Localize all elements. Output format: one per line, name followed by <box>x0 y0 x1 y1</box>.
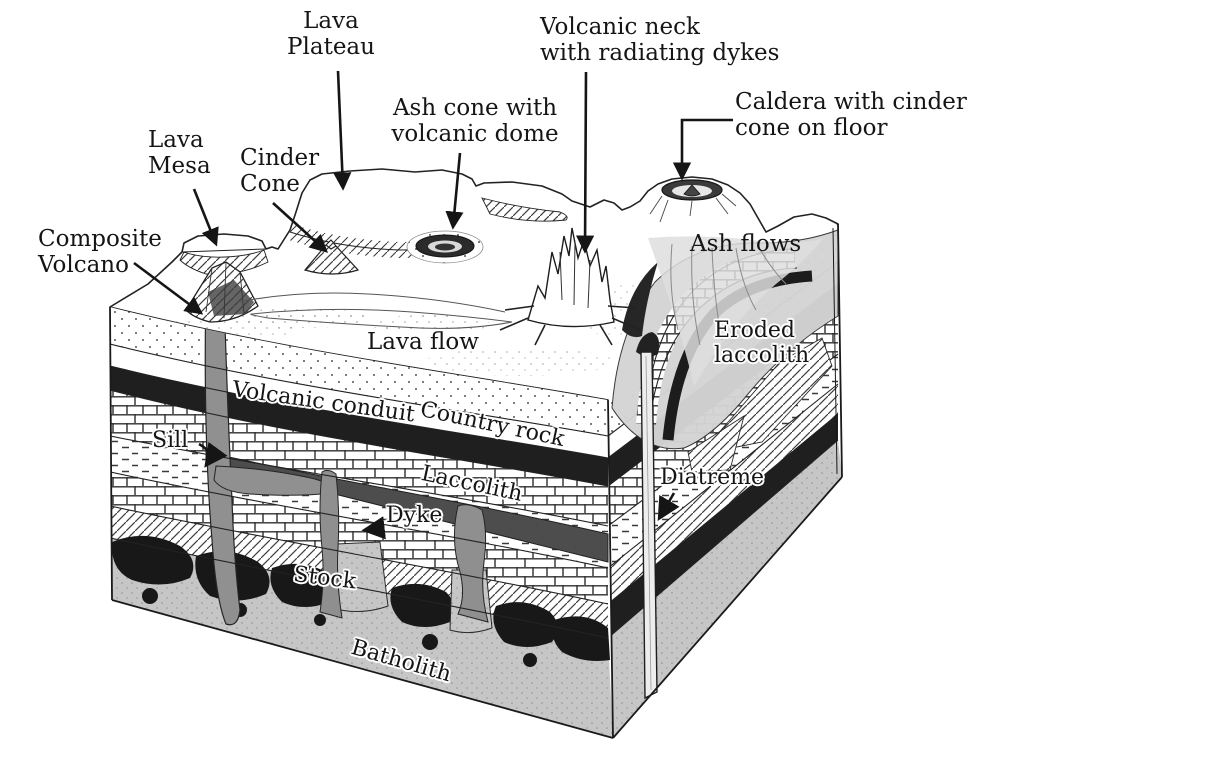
layer-soil-stipple <box>110 307 608 436</box>
dyke-feeder <box>453 504 489 623</box>
label-dyke: Dyke <box>386 503 443 528</box>
volcanic-neck-drawing <box>499 227 641 346</box>
label-line: volcanic dome <box>391 120 559 147</box>
label-lava-flow: Lava flow <box>367 329 479 355</box>
layer-black-stratum <box>110 366 608 486</box>
label-line: laccolith <box>714 342 810 368</box>
label-line: Composite <box>38 226 162 252</box>
annotation-arrows <box>133 70 733 540</box>
batholith-body-r <box>608 440 842 738</box>
label-line: Eroded <box>714 318 796 343</box>
label-sill: Sill <box>152 428 189 453</box>
arrow-volcanic-neck <box>575 71 595 254</box>
label-volcanic-neck: Volcanic neck with radiating dykes <box>540 14 779 66</box>
layer-hatch-r <box>608 384 838 604</box>
label-line: Mesa <box>148 152 211 179</box>
layer-black-stratum-2-r <box>608 414 838 638</box>
caldera-drawing <box>649 179 737 223</box>
arrow-lava-mesa <box>192 188 219 247</box>
label-line: Lava <box>148 127 204 153</box>
lava-flow-drawing <box>230 292 513 333</box>
front-face-strata <box>110 307 613 738</box>
arrow-ash-cone <box>445 152 464 230</box>
label-lava-mesa: Lava Mesa <box>148 127 211 179</box>
label-line: Plateau <box>287 33 375 60</box>
label-line: Cinder <box>240 145 320 171</box>
label-line: Ash cone with <box>392 95 558 121</box>
label-line: Volcano <box>38 251 129 278</box>
arrow-lava-plateau <box>333 70 352 191</box>
label-ash-flows: Ash flows <box>690 231 802 257</box>
arrow-diatreme <box>657 492 680 522</box>
label-line: Volcanic neck <box>540 14 700 40</box>
block-edges <box>109 223 843 739</box>
arrow-dyke <box>361 516 386 540</box>
label-diatreme: Diatreme <box>660 465 765 490</box>
composite-volcano-drawing <box>185 261 259 323</box>
contact-blobs <box>111 535 610 667</box>
label-composite-volcano: Composite Volcano <box>38 226 162 278</box>
label-lava-plateau: Lava Plateau <box>276 8 386 60</box>
arrow-caldera <box>672 118 733 181</box>
label-line: Lava <box>303 8 359 34</box>
ash-cone-drawing <box>406 230 484 264</box>
diatreme-pipe <box>636 332 660 700</box>
layer-boundaries <box>110 343 609 639</box>
arrow-cinder-cone <box>272 202 329 253</box>
label-eroded-laccolith: Eroded laccolith <box>714 318 810 369</box>
layer-white-band <box>110 344 608 458</box>
arrow-sill <box>198 441 228 468</box>
ash-flows-area <box>648 236 824 386</box>
label-line: Caldera with cinder <box>735 89 967 115</box>
label-line: cone on floor <box>735 114 888 141</box>
arrow-composite-volcano <box>133 261 204 315</box>
label-caldera: Caldera with cinder cone on floor <box>735 89 967 141</box>
lava-mesa-drawing <box>179 248 269 275</box>
layer-limestone-bricks <box>110 390 608 526</box>
surface-stipple <box>425 348 615 376</box>
label-line: Cone <box>240 170 300 197</box>
label-cinder-cone: Cinder Cone <box>240 145 319 197</box>
label-ash-cone: Ash cone with volcanic dome <box>385 95 565 147</box>
label-line: with radiating dykes <box>540 39 780 66</box>
